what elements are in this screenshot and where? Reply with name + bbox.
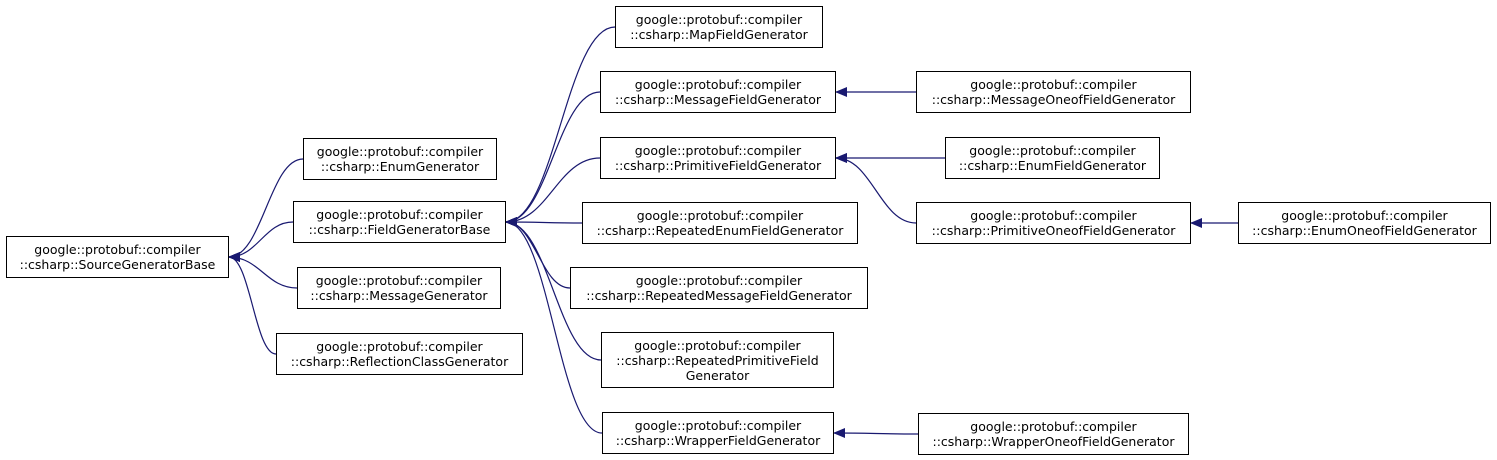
node-label-line: google::protobuf::compiler bbox=[316, 207, 483, 222]
node-label-line: ::csharp::RepeatedMessageFieldGenerator bbox=[586, 288, 852, 303]
node-label-line: ::csharp::RepeatedPrimitiveField bbox=[616, 352, 819, 368]
node-label-line: ::csharp::MessageGenerator bbox=[310, 288, 488, 303]
node-wrapper-oneof-field-generator[interactable]: google::protobuf::compiler::csharp::Wrap… bbox=[918, 413, 1189, 455]
node-label-line: google::protobuf::compiler bbox=[970, 208, 1137, 223]
inheritance-edge bbox=[835, 153, 917, 224]
node-label-line: google::protobuf::compiler bbox=[636, 208, 804, 223]
inheritance-edge bbox=[228, 252, 298, 289]
node-label-line: ::csharp::FieldGeneratorBase bbox=[308, 222, 491, 237]
node-label-line: google::protobuf::compiler bbox=[316, 144, 484, 159]
node-label-line: google::protobuf::compiler bbox=[634, 77, 802, 92]
node-primitive-field-generator[interactable]: google::protobuf::compiler::csharp::Prim… bbox=[600, 137, 836, 179]
node-label-line: google::protobuf::compiler bbox=[970, 419, 1137, 434]
node-label-line: google::protobuf::compiler bbox=[315, 273, 483, 288]
node-enum-field-generator[interactable]: google::protobuf::compiler::csharp::Enum… bbox=[945, 137, 1160, 179]
node-enum-oneof-field-generator[interactable]: google::protobuf::compiler::csharp::Enum… bbox=[1238, 202, 1491, 244]
node-label-line: ::csharp::EnumOneofFieldGenerator bbox=[1252, 223, 1477, 238]
node-label-line: ::csharp::RepeatedEnumFieldGenerator bbox=[596, 223, 844, 238]
node-label-line: google::protobuf::compiler bbox=[635, 12, 803, 27]
node-label-line: google::protobuf::compiler bbox=[316, 339, 483, 354]
inheritance-edge bbox=[228, 158, 304, 262]
node-message-generator[interactable]: google::protobuf::compiler::csharp::Mess… bbox=[297, 267, 501, 309]
node-label-line: ::csharp::SourceGeneratorBase bbox=[19, 257, 216, 272]
inheritance-edge bbox=[505, 217, 583, 228]
node-field-generator-base[interactable]: google::protobuf::compiler::csharp::Fiel… bbox=[293, 201, 506, 243]
node-label-line: ::csharp::MapFieldGenerator bbox=[630, 27, 808, 42]
node-wrapper-field-generator[interactable]: google::protobuf::compiler::csharp::Wrap… bbox=[602, 412, 834, 454]
node-source-generator-base[interactable]: google::protobuf::compiler::csharp::Sour… bbox=[6, 236, 229, 278]
node-repeated-enum-field-generator[interactable]: google::protobuf::compiler::csharp::Repe… bbox=[582, 202, 858, 244]
node-label-line: google::protobuf::compiler bbox=[634, 143, 802, 158]
node-primitive-oneof-field-generator[interactable]: google::protobuf::compiler::csharp::Prim… bbox=[916, 202, 1191, 244]
node-label-line: google::protobuf::compiler bbox=[970, 77, 1137, 92]
inheritance-edge bbox=[833, 428, 919, 439]
node-label-line: google::protobuf::compiler bbox=[634, 418, 802, 433]
node-label-line: google::protobuf::compiler bbox=[634, 337, 801, 353]
inheritance-edge bbox=[505, 217, 602, 361]
node-label-line: ::csharp::ReflectionClassGenerator bbox=[290, 354, 509, 369]
inheritance-edge bbox=[228, 252, 277, 355]
node-message-field-generator[interactable]: google::protobuf::compiler::csharp::Mess… bbox=[600, 71, 836, 113]
node-label-line: google::protobuf::compiler bbox=[969, 143, 1136, 158]
node-label-line: ::csharp::WrapperFieldGenerator bbox=[615, 433, 821, 448]
inheritance-edge bbox=[505, 217, 603, 434]
node-label-line: ::csharp::EnumGenerator bbox=[320, 159, 480, 174]
node-map-field-generator[interactable]: google::protobuf::compiler::csharp::MapF… bbox=[615, 6, 823, 48]
node-label-line: google::protobuf::compiler bbox=[34, 242, 201, 257]
node-repeated-message-field-generator[interactable]: google::protobuf::compiler::csharp::Repe… bbox=[570, 267, 868, 309]
inheritance-edge bbox=[505, 157, 601, 227]
node-label-line: Generator bbox=[685, 367, 750, 383]
node-reflection-class-generator[interactable]: google::protobuf::compiler::csharp::Refl… bbox=[276, 333, 523, 375]
inheritance-edge bbox=[505, 91, 601, 227]
node-enum-generator[interactable]: google::protobuf::compiler::csharp::Enum… bbox=[303, 138, 497, 180]
node-label-line: ::csharp::PrimitiveOneofFieldGenerator bbox=[931, 223, 1176, 238]
node-label-line: google::protobuf::compiler bbox=[635, 273, 803, 288]
node-message-oneof-field-generator[interactable]: google::protobuf::compiler::csharp::Mess… bbox=[916, 71, 1191, 113]
inheritance-edge bbox=[228, 221, 294, 262]
node-repeated-primitive-field-generator[interactable]: google::protobuf::compiler::csharp::Repe… bbox=[601, 332, 834, 388]
node-label-line: ::csharp::PrimitiveFieldGenerator bbox=[614, 158, 822, 173]
node-label-line: google::protobuf::compiler bbox=[1281, 208, 1448, 223]
node-label-line: ::csharp::EnumFieldGenerator bbox=[958, 158, 1147, 173]
inheritance-edge bbox=[505, 217, 571, 289]
node-label-line: ::csharp::MessageOneofFieldGenerator bbox=[931, 92, 1176, 107]
node-label-line: ::csharp::MessageFieldGenerator bbox=[615, 92, 821, 107]
inheritance-edge bbox=[505, 26, 616, 227]
node-label-line: ::csharp::WrapperOneofFieldGenerator bbox=[932, 434, 1175, 449]
